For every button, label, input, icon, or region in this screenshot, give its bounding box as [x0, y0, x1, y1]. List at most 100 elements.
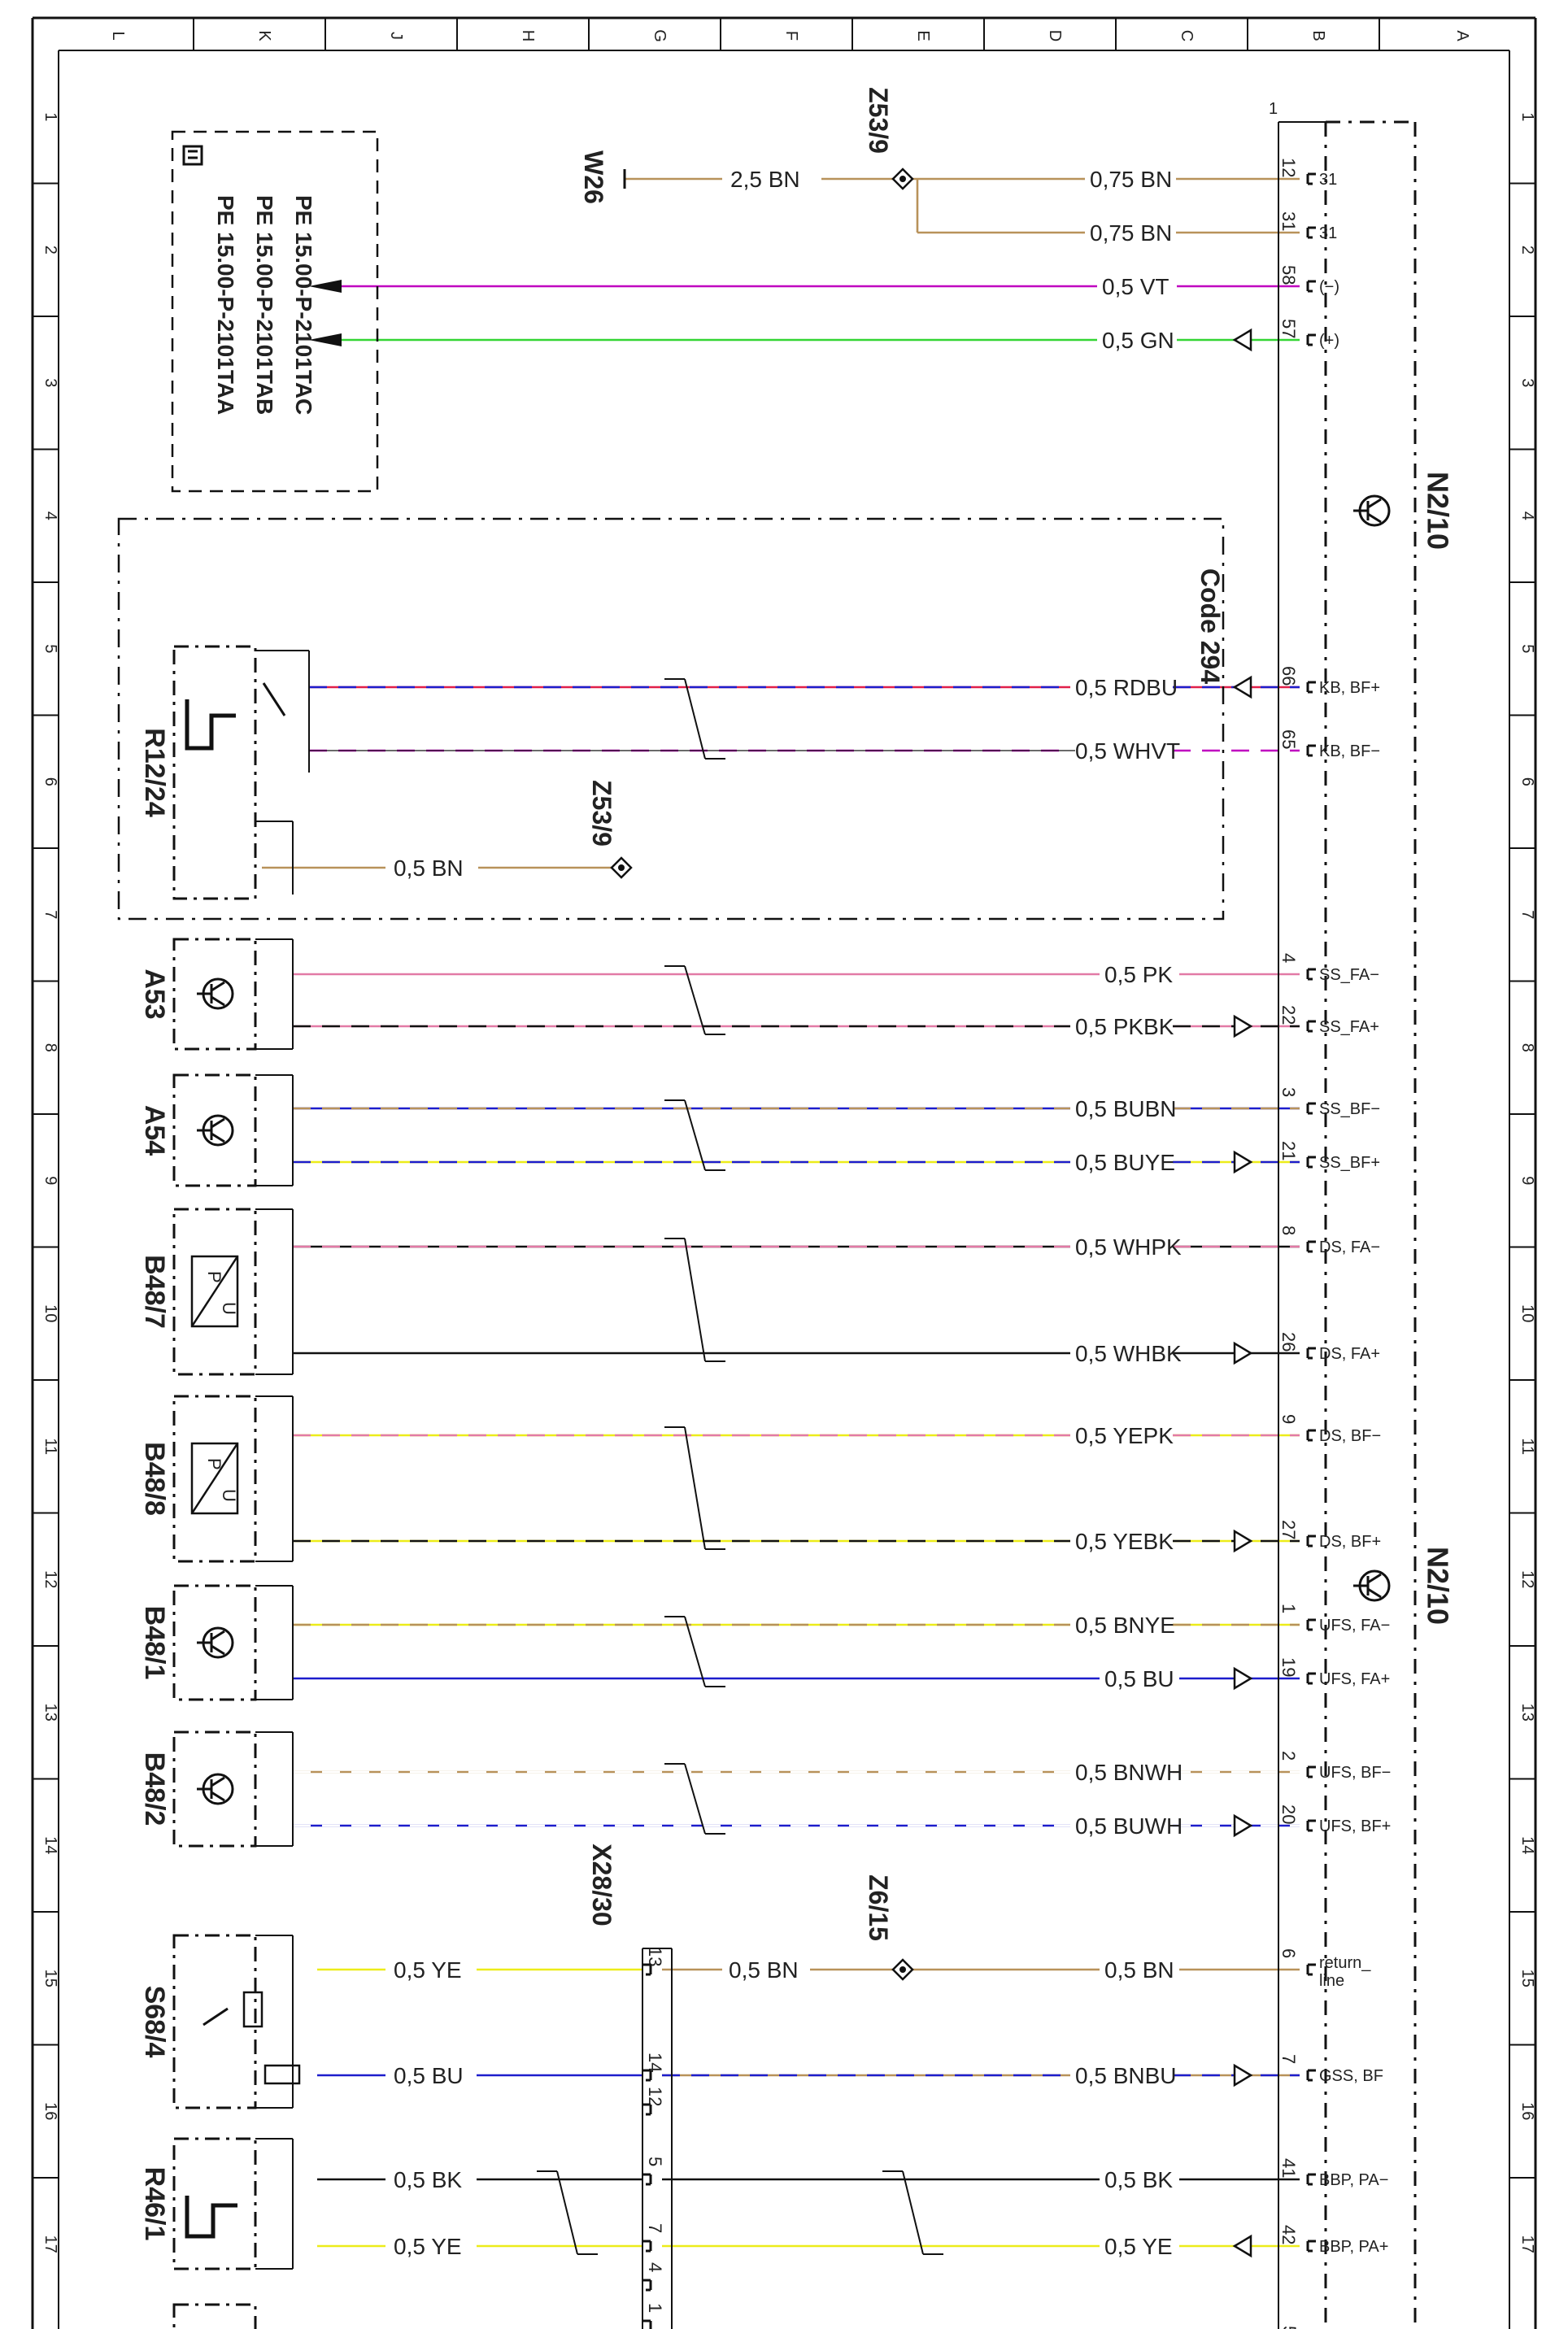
row-number-left: 11: [41, 1438, 59, 1455]
reference-line: PE 15.00-P-2101TAA: [213, 195, 238, 415]
pin-number: 12: [1278, 158, 1299, 177]
reference-box: [171, 130, 379, 493]
pin-name: (−): [1319, 278, 1339, 296]
sensor-collector: [211, 1117, 225, 1129]
pin-terminal: [1306, 681, 1316, 694]
reference-line: PE 15.00-P-2101TAB: [252, 195, 277, 415]
pin-terminal: [1306, 1429, 1316, 1442]
pin-name: SS_FA+: [1319, 1018, 1379, 1036]
row-number-right: 9: [1518, 1176, 1536, 1185]
pin-terminal: [1306, 2173, 1316, 2186]
pin-number: 6: [1278, 1948, 1299, 1958]
b48-2-box: [172, 1730, 257, 1848]
wire-label: 0,5 PK: [1104, 962, 1173, 987]
twist-r46-left: [537, 2170, 598, 2255]
plug-marker: [1233, 1813, 1253, 1838]
a53-twist: [664, 965, 725, 1035]
splice-z6-15: [891, 1958, 914, 1981]
row-number-right: 1: [1518, 112, 1536, 121]
plug-marker: [1232, 675, 1252, 699]
plug-marker: [1233, 2063, 1253, 2087]
z53-9-label-mid: Z53/9: [587, 780, 616, 847]
x28-pin-terminal: [642, 2069, 652, 2082]
pu-letter-p: P: [204, 1271, 224, 1283]
module-icon-top: [1353, 494, 1391, 527]
pin-name: 31: [1319, 171, 1337, 189]
row-number-left: 7: [41, 910, 59, 919]
row-number-right: 11: [1518, 1438, 1536, 1455]
wire-label: 0,5 BN: [1104, 1957, 1174, 1983]
sensor-emitter: [1367, 512, 1382, 524]
splice-dot: [899, 176, 906, 182]
pin-number: 8: [1278, 1225, 1299, 1235]
pin-name: DS, BF−: [1319, 1427, 1381, 1445]
a53-sensor-icon: [197, 977, 234, 1010]
row-number-left: 5: [41, 644, 59, 653]
column-letter: L: [109, 31, 127, 40]
x28-pin-terminal: [642, 2173, 652, 2186]
r46-1-box: [172, 2137, 257, 2270]
module-label-bottom: N2/10: [1422, 1547, 1455, 1625]
pu-box: [190, 1442, 239, 1515]
pin-terminal: [1306, 1347, 1316, 1360]
wire-label: 0,5 GN: [1102, 328, 1174, 353]
row-number-left: 3: [41, 378, 59, 387]
row-number-right: 13: [1518, 1704, 1536, 1722]
pu-letter-u: U: [219, 1489, 239, 1502]
sensor-emitter: [1367, 1587, 1382, 1599]
x28-pin-number: 5: [645, 2157, 665, 2166]
wire-label: 0,5 BUBN: [1075, 1096, 1177, 1121]
pin-number: 22: [1278, 1005, 1299, 1025]
twist-r12: [664, 678, 725, 760]
row-number-left: 2: [41, 246, 59, 255]
pin-number: 2: [1278, 1751, 1299, 1761]
wire-label: 0,5 RDBU: [1075, 675, 1178, 700]
b48-8-twist: [664, 1426, 725, 1550]
pin-number: 4: [1278, 953, 1299, 963]
s68-4-box: [172, 1934, 257, 2109]
column-letter: A: [1453, 30, 1471, 41]
wire-label: 0,5 VT: [1102, 274, 1169, 299]
twist-diag: [684, 1616, 706, 1687]
row-number-right: 4: [1518, 512, 1536, 520]
wire-label: 0,5 WHVT: [1075, 738, 1180, 764]
row-number-left: 15: [41, 1970, 59, 1987]
wire-label: 0,75 BN: [1090, 167, 1172, 192]
pin-terminal: [1306, 1240, 1316, 1253]
row-number-right: 16: [1518, 2102, 1536, 2120]
b48-1-sensor-icon: [197, 1626, 234, 1659]
b48-8-label: B48/8: [139, 1442, 170, 1516]
column-letter: F: [782, 31, 800, 41]
pu-letter-u: U: [219, 1302, 239, 1315]
splice-dot: [618, 864, 625, 871]
pin-name-line2: line: [1319, 1972, 1344, 1990]
x28-pin-terminal: [642, 2279, 652, 2292]
sensor-collector: [1367, 498, 1382, 509]
wire-label: 0,5 BNWH: [1075, 1760, 1183, 1785]
row-number-left: 8: [41, 1043, 59, 1052]
column-letter: C: [1178, 30, 1196, 41]
pin-number: 66: [1278, 666, 1299, 686]
module-corner-number: 1: [1269, 100, 1278, 118]
b48-7-twist: [664, 1238, 725, 1362]
wire-label: 0,5 PKBK: [1075, 1014, 1174, 1039]
r46-heater-icon: [185, 2196, 237, 2239]
sensor-collector: [211, 1776, 225, 1787]
pin-name: BBP, PA+: [1319, 2238, 1388, 2256]
pin-name: DS, FA−: [1319, 1239, 1380, 1256]
z6-15-label: Z6/15: [864, 1874, 893, 1941]
plug-marker: [1232, 2234, 1252, 2258]
row-number-left: 9: [41, 1176, 59, 1185]
pin-number: 42: [1278, 2225, 1299, 2244]
x28-30-label: X28/30: [587, 1844, 616, 1926]
column-letter: J: [387, 32, 405, 40]
pin-name: SS_FA−: [1319, 966, 1379, 984]
switch-icon: [262, 682, 286, 716]
b48-2-twist: [664, 1763, 725, 1835]
pin-name: (+): [1319, 332, 1339, 350]
row-number-right: 5: [1518, 644, 1536, 653]
pin-number: 57: [1278, 319, 1299, 338]
next-component-box: [172, 2303, 257, 2329]
b48-1-label: B48/1: [139, 1606, 170, 1680]
